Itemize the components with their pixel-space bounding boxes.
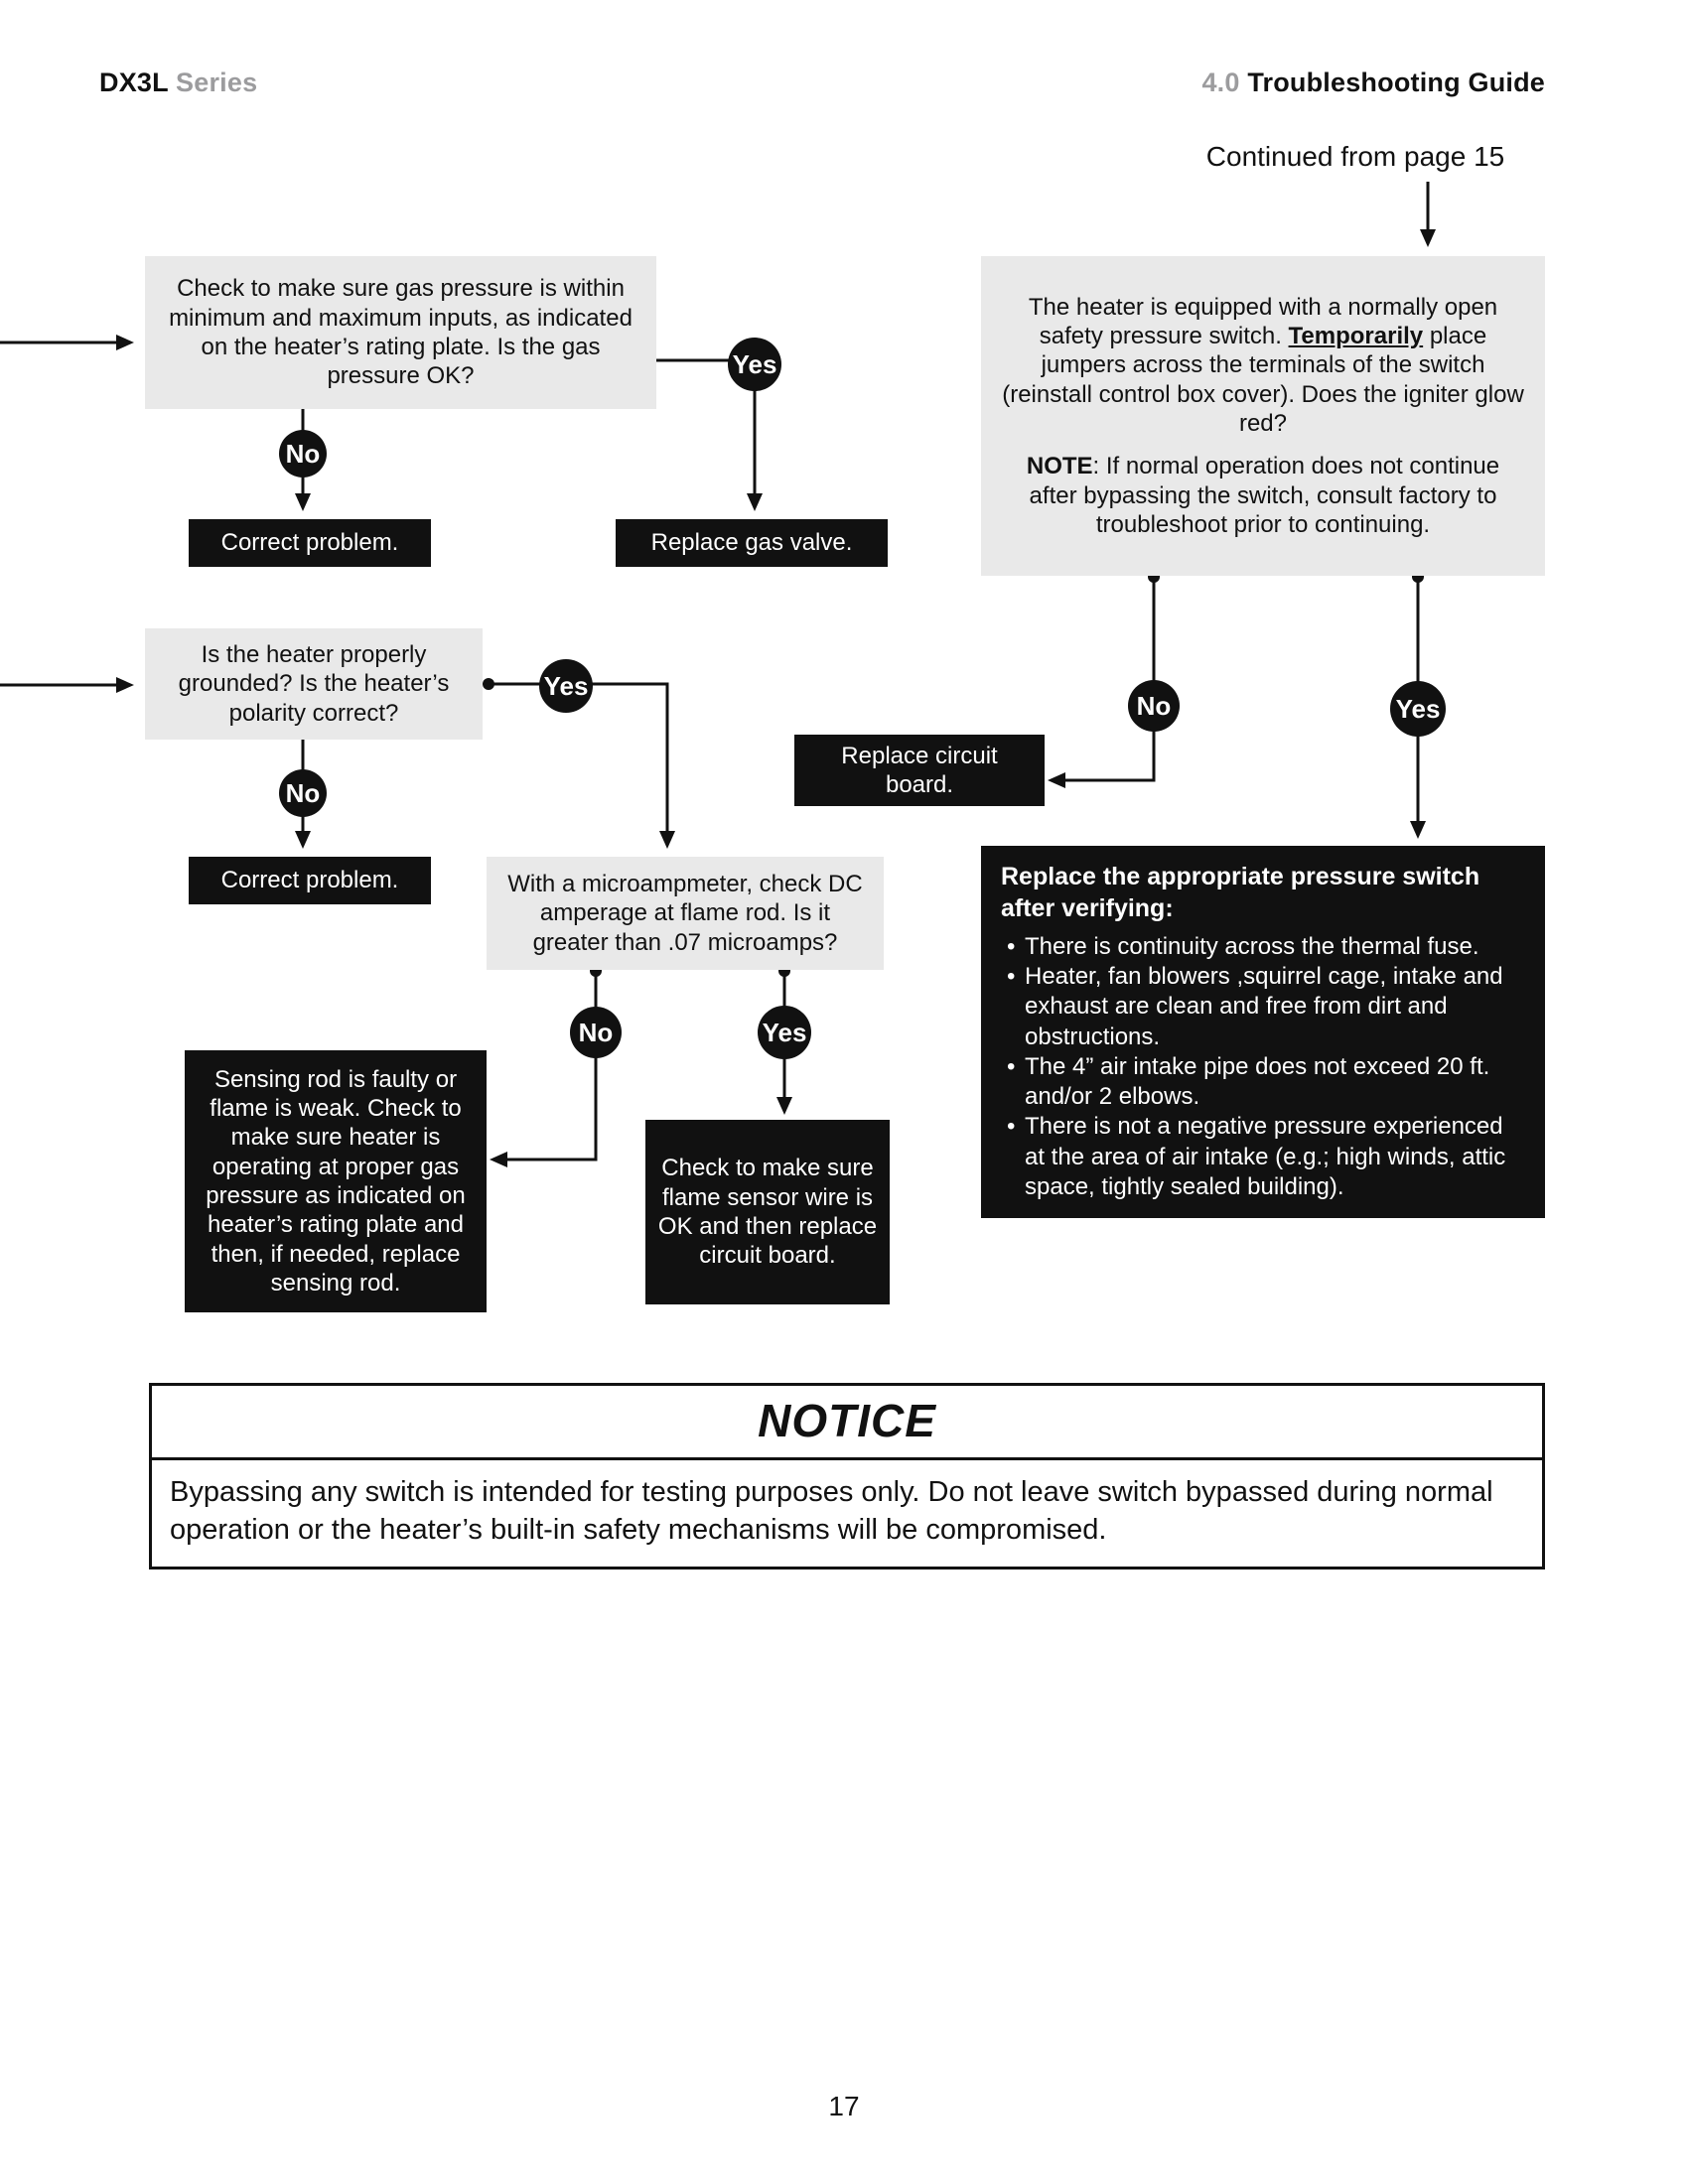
pressure-switch-note-label: NOTE [1026,453,1093,480]
replace-heading: Replace the appropriate pressure switch … [1001,863,1480,922]
gas-pressure-question-box: Check to make sure gas pressure is withi… [145,256,656,409]
no-badge-pressure-switch: No [1128,680,1180,732]
pressure-switch-note-text: : If normal operation does not continue … [1029,453,1500,538]
verify-item-1: There is continuity across the thermal f… [1001,932,1525,962]
correct-problem-text-2: Correct problem. [220,867,399,894]
series-suffix: Series [176,68,258,97]
page-number: 17 [828,2091,860,2121]
microamp-question-box: With a microampmeter, check DC amperage … [487,857,884,970]
gas-pressure-question-text: Check to make sure gas pressure is withi… [169,275,633,390]
series-name: DX3L [99,68,169,97]
verify-item-4: There is not a negative pressure experie… [1001,1112,1525,1202]
pressure-switch-question: The heater is equipped with a normally o… [1001,293,1525,438]
replace-gas-valve-text: Replace gas valve. [650,529,853,557]
replace-circuit-board-text: Replace circuit board. [841,742,998,798]
yes-badge-gas-pressure: Yes [728,338,781,391]
no-badge-microamp: No [570,1007,622,1058]
flame-sensor-box: Check to make sure flame sensor wire is … [645,1120,890,1304]
notice-body: Bypassing any switch is intended for tes… [170,1476,1493,1546]
sensing-rod-text: Sensing rod is faulty or flame is weak. … [206,1065,466,1297]
verify-list: There is continuity across the thermal f… [1001,932,1525,1202]
header-section: 4.0 Troubleshooting Guide [1201,68,1545,98]
no-badge-gas-pressure: No [279,430,327,478]
replace-gas-valve-box: Replace gas valve. [616,519,888,567]
verify-item-3: The 4” air intake pipe does not exceed 2… [1001,1052,1525,1112]
yes-badge-grounding: Yes [539,659,593,713]
correct-problem-box-2: Correct problem. [189,857,431,904]
pressure-switch-q2: place jumpers across the terminals of th… [1002,323,1524,437]
pressure-switch-question-box: The heater is equipped with a normally o… [981,256,1545,576]
header-series: DX3L Series [99,68,257,98]
pressure-switch-q1: The heater is equipped with a normally o… [1028,293,1498,350]
grounding-question-text: Is the heater properly grounded? Is the … [178,641,450,727]
pressure-switch-replace-box: Replace the appropriate pressure switch … [981,846,1545,1219]
pressure-switch-temporarily: Temporarily [1288,323,1424,350]
correct-problem-box-1: Correct problem. [189,519,431,567]
pressure-switch-note: NOTE: If normal operation does not conti… [1001,452,1525,539]
yes-badge-microamp: Yes [758,1006,811,1059]
no-badge-grounding: No [279,769,327,817]
continued-note: Continued from page 15 [1205,141,1505,172]
flame-sensor-text: Check to make sure flame sensor wire is … [657,1155,878,1270]
section-title: Troubleshooting Guide [1247,68,1545,97]
section-number: 4.0 [1201,68,1240,97]
yes-badge-pressure-switch: Yes [1390,681,1446,737]
grounding-question-box: Is the heater properly grounded? Is the … [145,628,483,740]
correct-problem-text-1: Correct problem. [220,529,399,557]
notice-box: NOTICE Bypassing any switch is intended … [149,1383,1545,1570]
microamp-question-text: With a microampmeter, check DC amperage … [507,871,863,956]
notice-title: NOTICE [152,1386,1542,1460]
sensing-rod-box: Sensing rod is faulty or flame is weak. … [185,1050,487,1312]
replace-circuit-board-box: Replace circuit board. [794,735,1045,806]
verify-item-2: Heater, fan blowers ,squirrel cage, inta… [1001,962,1525,1052]
